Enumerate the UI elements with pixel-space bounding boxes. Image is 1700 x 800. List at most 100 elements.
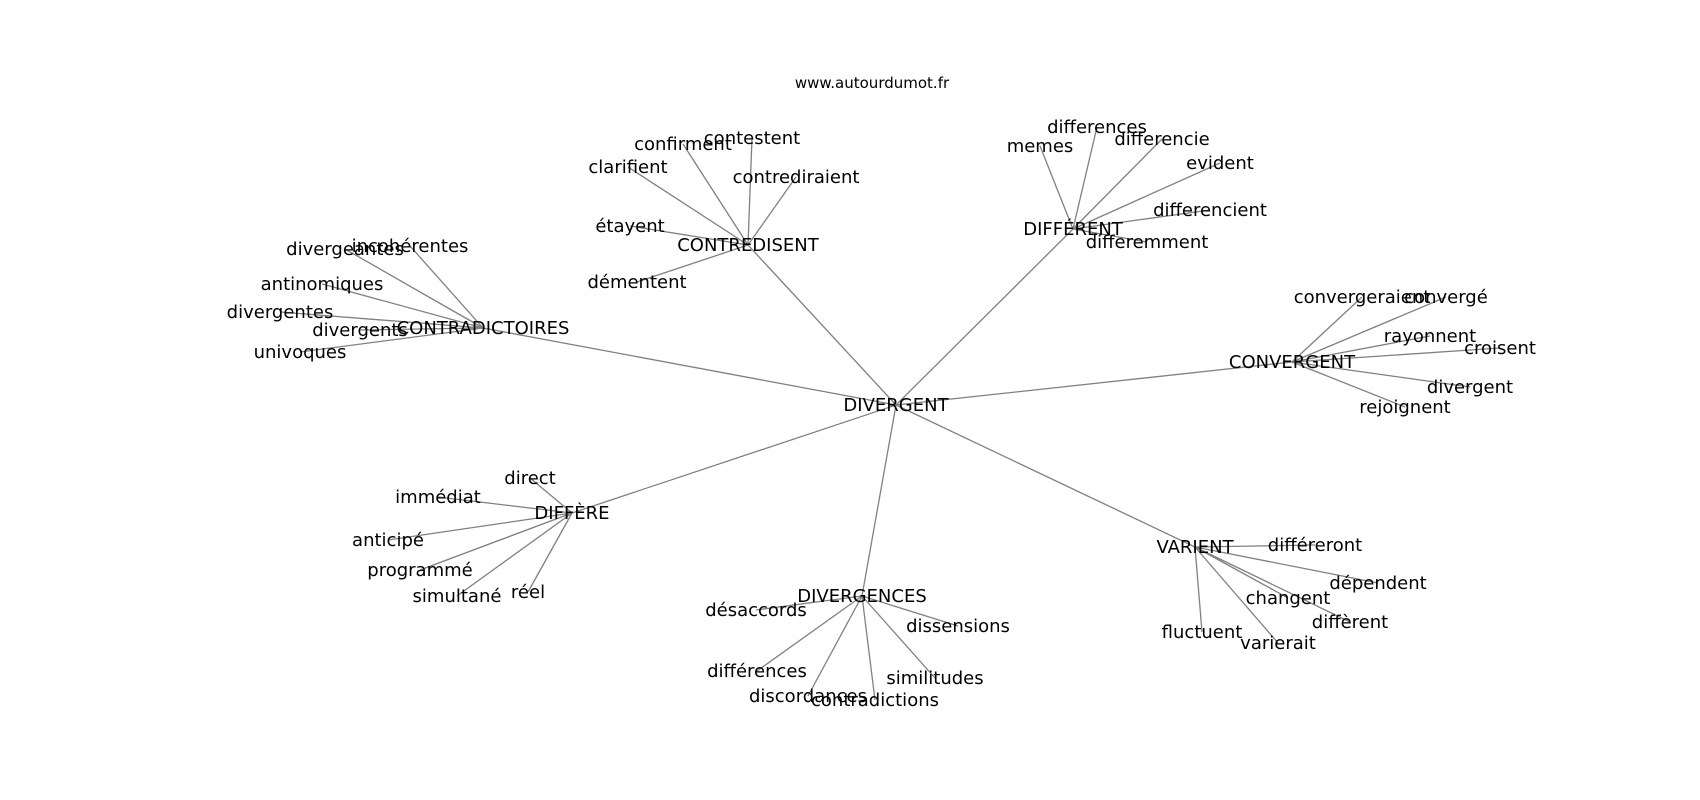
word-node: simultané xyxy=(413,586,502,607)
edge-center-to-hub xyxy=(895,361,1293,406)
word-node: differences xyxy=(1047,117,1147,138)
word-node: evident xyxy=(1186,153,1254,174)
word-node: dissensions xyxy=(906,616,1010,637)
edge-hub-to-word xyxy=(629,225,749,246)
edge-hub-to-word xyxy=(529,477,573,514)
word-node: differencie xyxy=(1114,129,1209,150)
edge-hub-to-word xyxy=(1291,347,1501,363)
edge-hub-to-word xyxy=(1072,126,1098,230)
word-node: convergé xyxy=(1404,287,1488,308)
word-node: divergentes xyxy=(227,302,334,323)
edge-center-to-hub xyxy=(895,404,1196,548)
word-node: convergeraient xyxy=(1294,287,1431,308)
edge-center-to-hub xyxy=(895,228,1074,406)
word-node: dépendent xyxy=(1329,573,1426,594)
edge-hub-to-word xyxy=(344,248,484,329)
word-node: differemment xyxy=(1086,232,1209,253)
word-node: désaccords xyxy=(705,600,807,621)
edge-hub-to-word xyxy=(419,512,573,571)
word-node: étayent xyxy=(595,216,664,237)
edge-hub-to-word xyxy=(527,512,573,593)
edge-hub-to-word xyxy=(409,245,484,329)
edge-hub-to-word xyxy=(627,166,749,246)
word-node: incohérentes xyxy=(352,236,469,257)
hub-node: CONVERGENT xyxy=(1229,352,1356,373)
edge-hub-to-word xyxy=(321,283,484,329)
edge-hub-to-word xyxy=(861,595,959,627)
word-node: antinomiques xyxy=(261,274,384,295)
word-node: différeront xyxy=(1268,535,1362,556)
edge-hub-to-word xyxy=(1072,209,1211,230)
word-node: croisent xyxy=(1464,338,1536,359)
word-node: fluctuent xyxy=(1162,622,1243,643)
word-node: contradictions xyxy=(811,690,939,711)
word-node: divergents xyxy=(312,320,408,341)
hub-node: DIFFÈRE xyxy=(534,502,609,524)
word-node: réel xyxy=(511,582,545,603)
word-node: diffèrent xyxy=(1312,612,1388,633)
word-node: contrediraient xyxy=(733,167,860,188)
edge-hub-to-word xyxy=(1194,544,1316,548)
edge-center-to-hub xyxy=(571,404,897,514)
center-node: DIVERGENT xyxy=(843,395,949,416)
word-node: immédiat xyxy=(395,487,481,508)
edge-hub-to-word xyxy=(279,311,484,329)
word-node: differencient xyxy=(1153,200,1267,221)
word-node: démentent xyxy=(587,272,686,293)
word-node: contestent xyxy=(704,128,800,149)
word-node: similitudes xyxy=(886,668,983,689)
edge-hub-to-word xyxy=(682,143,749,246)
word-node: différences xyxy=(707,661,807,682)
hub-node: DIFFÉRENT xyxy=(1023,218,1124,240)
edge-hub-to-word xyxy=(456,512,573,597)
edge-center-to-hub xyxy=(747,244,897,406)
edge-hub-to-word xyxy=(636,244,749,283)
edge-hub-to-word xyxy=(1039,145,1074,230)
hub-node: CONTREDISENT xyxy=(677,235,820,256)
edge-center-to-hub xyxy=(861,404,897,597)
hub-node: DIVERGENCES xyxy=(797,586,927,607)
hub-node: VARIENT xyxy=(1156,537,1234,558)
word-node: divergent xyxy=(1427,377,1513,398)
edge-hub-to-word xyxy=(807,595,863,697)
word-node: varierait xyxy=(1240,633,1316,654)
edge-hub-to-word xyxy=(1072,228,1148,243)
edge-hub-to-word xyxy=(1194,546,1351,623)
edge-hub-to-word xyxy=(1291,361,1471,388)
word-node: direct xyxy=(504,468,555,489)
word-node: programmé xyxy=(367,560,472,581)
edge-hub-to-word xyxy=(299,327,484,353)
edge-hub-to-word xyxy=(756,595,863,672)
edge-hub-to-word xyxy=(387,512,573,541)
word-node: changent xyxy=(1246,588,1331,609)
word-node: confirment xyxy=(634,134,732,155)
word-node: divergeantes xyxy=(286,239,404,260)
edge-hub-to-word xyxy=(1291,296,1447,363)
hub-node: CONTRADICTOIRES xyxy=(397,318,570,339)
edge-hub-to-word xyxy=(1072,162,1221,230)
word-node: rejoignent xyxy=(1359,397,1450,418)
edge-hub-to-word xyxy=(755,595,863,611)
word-node: clarifient xyxy=(588,157,667,178)
edge-hub-to-word xyxy=(1194,546,1203,633)
edge-hub-to-word xyxy=(1194,546,1279,644)
edge-center-to-hub xyxy=(482,327,897,406)
edge-hub-to-word xyxy=(747,137,753,246)
edge-hub-to-word xyxy=(437,496,573,514)
word-node: discordances xyxy=(749,686,867,707)
edge-hub-to-word xyxy=(861,595,936,679)
word-node: memes xyxy=(1007,136,1074,157)
edge-hub-to-word xyxy=(1194,546,1379,584)
edge-hub-to-word xyxy=(359,327,484,331)
edge-hub-to-word xyxy=(747,176,797,246)
word-node: anticipé xyxy=(352,530,424,551)
edge-hub-to-word xyxy=(1291,296,1363,363)
source-label: www.autourdumot.fr xyxy=(795,74,950,92)
edge-hub-to-word xyxy=(1291,335,1431,363)
word-node: rayonnent xyxy=(1384,326,1476,347)
edge-hub-to-word xyxy=(1194,546,1289,599)
edge-hub-to-word xyxy=(1291,361,1406,408)
edge-hub-to-word xyxy=(861,595,876,701)
